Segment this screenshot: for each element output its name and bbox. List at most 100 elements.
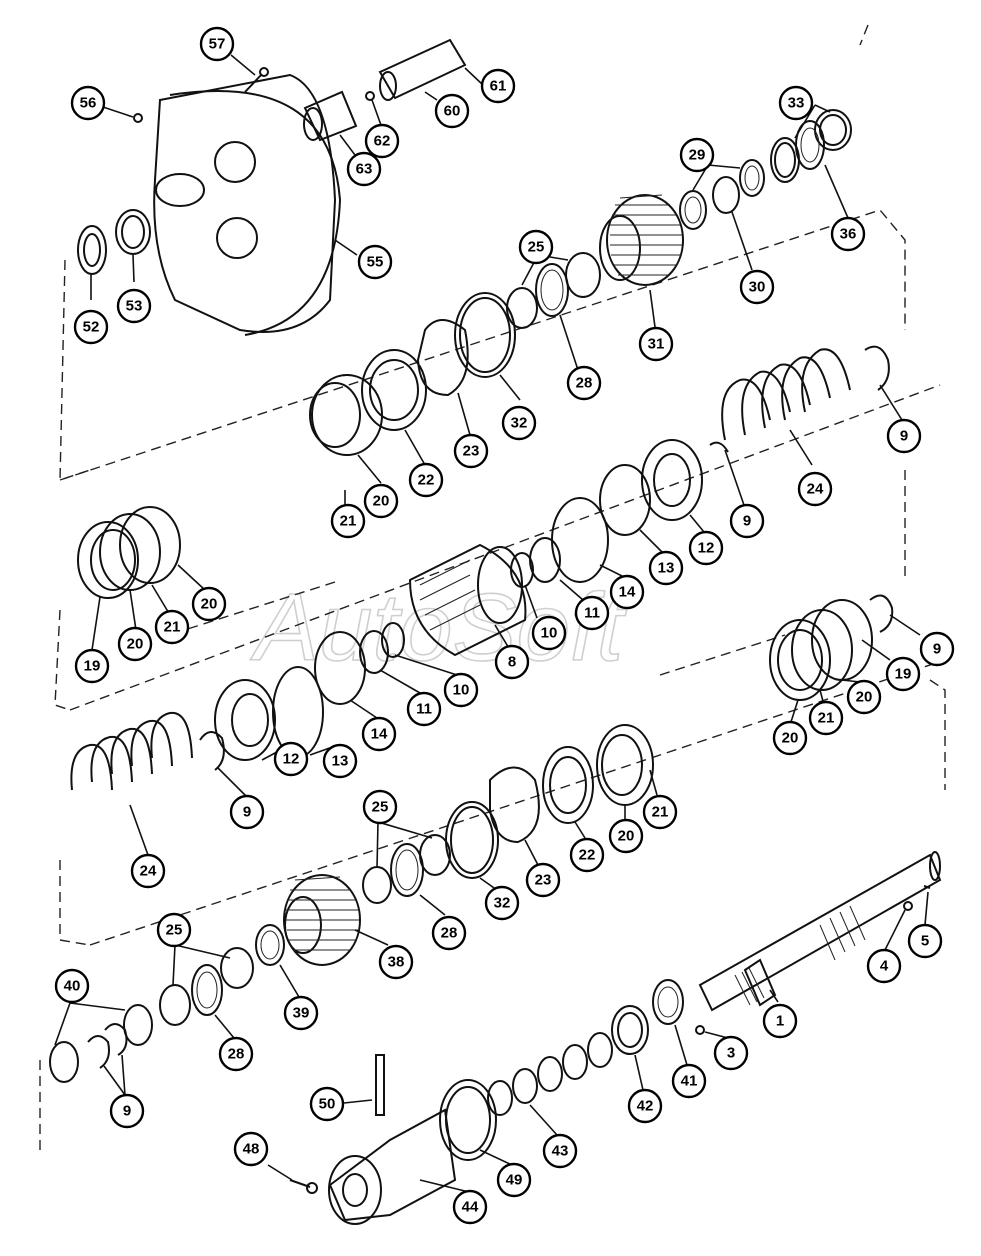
svg-text:10: 10: [541, 625, 558, 642]
svg-text:32: 32: [494, 895, 511, 912]
gasket-49: [439, 1079, 497, 1161]
ring-30: [712, 176, 740, 214]
callout-44: 44: [452, 1189, 488, 1225]
ball-62: [365, 91, 375, 101]
svg-text:28: 28: [228, 1046, 245, 1063]
svg-text:8: 8: [508, 654, 516, 671]
svg-text:33: 33: [788, 95, 805, 112]
svg-text:52: 52: [83, 319, 100, 336]
svg-text:14: 14: [371, 726, 388, 743]
callout-20-left-a: 20: [117, 626, 153, 662]
svg-text:63: 63: [356, 161, 373, 178]
svg-text:22: 22: [418, 472, 435, 489]
rings-10-11-14-13-middle: [272, 622, 405, 758]
callout-23-lower: 23: [525, 862, 561, 898]
callout-11-middle: 11: [406, 691, 442, 727]
svg-text:1: 1: [776, 1013, 784, 1030]
shaft-61: [378, 38, 467, 101]
callout-5: 5: [907, 923, 943, 959]
svg-text:61: 61: [490, 78, 507, 95]
bolt-57: [244, 67, 269, 93]
callout-25-middle: 25: [362, 789, 398, 825]
svg-text:39: 39: [293, 1005, 310, 1022]
svg-text:53: 53: [126, 298, 143, 315]
washers-25-28-lower: [362, 834, 451, 904]
shims-43: [487, 1032, 613, 1116]
svg-text:28: 28: [441, 925, 458, 942]
callout-48: 48: [233, 1131, 269, 1167]
rings-23-32-upper: [416, 292, 516, 397]
svg-text:19: 19: [895, 666, 912, 683]
cup-42: [611, 1005, 649, 1055]
callout-43: 43: [542, 1133, 578, 1169]
coupler-63: [303, 90, 358, 142]
svg-text:32: 32: [511, 415, 528, 432]
svg-text:10: 10: [453, 682, 470, 699]
svg-text:60: 60: [444, 103, 461, 120]
svg-text:9: 9: [900, 428, 908, 445]
spring-24-upper: [721, 348, 851, 441]
svg-text:20: 20: [618, 828, 635, 845]
callout-28-middle: 28: [431, 915, 467, 951]
svg-text:9: 9: [933, 641, 941, 658]
gear-31: [599, 194, 684, 286]
plates-20-21-22-upper: [309, 349, 427, 456]
svg-text:22: 22: [579, 847, 596, 864]
callout-21-right: 21: [808, 700, 844, 736]
callout-3: 3: [713, 1035, 749, 1071]
pin-50: [375, 1054, 385, 1116]
svg-text:19: 19: [84, 658, 101, 675]
svg-text:48: 48: [243, 1141, 260, 1158]
callout-1: 1: [762, 1003, 798, 1039]
bearing-29: [679, 159, 765, 230]
clutch-hub-8: [408, 543, 527, 657]
bolt-48: [289, 1179, 318, 1194]
callout-11-upper: 11: [574, 595, 610, 631]
callout-41: 41: [671, 1063, 707, 1099]
callout-10-middle: 10: [443, 672, 479, 708]
bearing-36: [795, 120, 825, 170]
svg-text:25: 25: [166, 922, 183, 939]
callout-20-right-b: 20: [772, 720, 808, 756]
svg-text:21: 21: [818, 710, 835, 727]
svg-text:3: 3: [727, 1045, 735, 1062]
svg-text:12: 12: [698, 540, 715, 557]
callout-14-middle: 14: [361, 716, 397, 752]
svg-text:12: 12: [283, 751, 300, 768]
cup-53: [115, 209, 151, 255]
svg-text:62: 62: [374, 133, 391, 150]
callout-9-middle: 9: [229, 794, 265, 830]
watermark: AutoSoft: [250, 574, 627, 681]
rings-23-32-lower: [445, 766, 540, 879]
svg-text:44: 44: [462, 1199, 479, 1216]
callout-29: 29: [679, 137, 715, 173]
bearing-39: [255, 924, 285, 966]
svg-text:25: 25: [372, 799, 389, 816]
plates-19-20-21-left: [77, 506, 181, 599]
callout-22-lower: 22: [569, 837, 605, 873]
callout-13-upper: 13: [648, 550, 684, 586]
callout-52: 52: [73, 309, 109, 345]
svg-text:49: 49: [506, 1172, 523, 1189]
callout-19-left: 19: [74, 648, 110, 684]
callout-61: 61: [480, 68, 516, 104]
svg-text:11: 11: [416, 701, 432, 718]
svg-text:25: 25: [528, 239, 545, 256]
callout-49: 49: [496, 1162, 532, 1198]
pin-56: [133, 113, 143, 123]
plates-20-21-22-lower: [542, 724, 654, 824]
rings-40-9-bottom: [49, 1004, 153, 1083]
svg-text:9: 9: [243, 804, 251, 821]
svg-text:43: 43: [552, 1143, 569, 1160]
callout-28-bottom: 28: [218, 1036, 254, 1072]
callout-50: 50: [309, 1086, 345, 1122]
callout-40: 40: [54, 968, 90, 1004]
callout-25-bottom: 25: [156, 912, 192, 948]
svg-text:20: 20: [201, 596, 218, 613]
callout-62: 62: [364, 123, 400, 159]
svg-text:40: 40: [64, 978, 81, 995]
callout-20-upper: 20: [363, 483, 399, 519]
svg-text:24: 24: [807, 481, 824, 498]
callout-20-left-b: 20: [191, 586, 227, 622]
svg-text:38: 38: [388, 954, 405, 971]
